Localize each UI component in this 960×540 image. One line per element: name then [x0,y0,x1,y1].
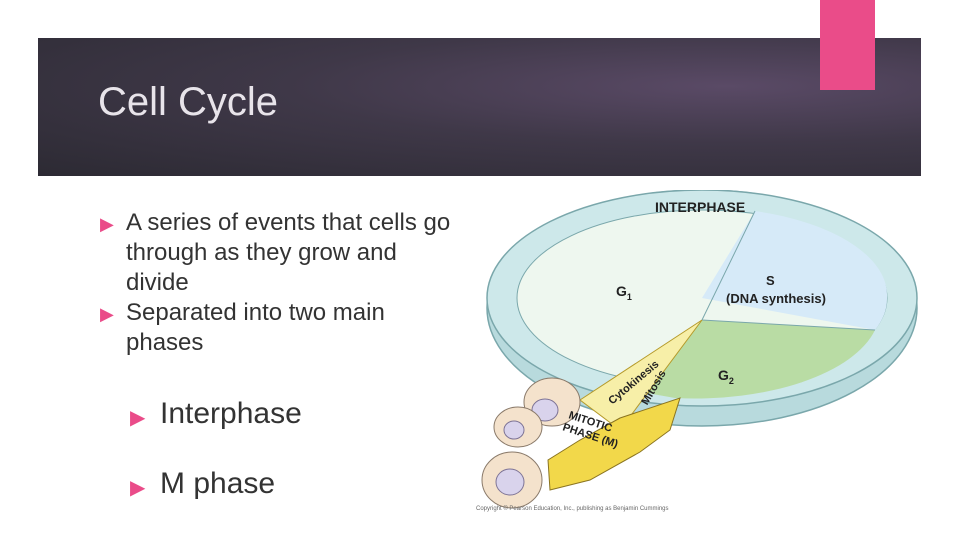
bullet-item: ▶ A series of events that cells go throu… [100,208,460,298]
sub-bullet-item: ▶ M phase [130,464,460,504]
bullet-arrow-icon: ▶ [100,209,114,239]
sub-bullet-text: M phase [160,467,275,500]
sub-bullet-text: Interphase [160,397,302,430]
interphase-label: INTERPHASE [655,199,745,215]
slide-title: Cell Cycle [98,80,278,125]
bullet-text: A series of events that cells go through… [126,209,450,296]
sub-bullet-item: ▶ Interphase [130,394,460,434]
accent-tab [820,0,875,90]
bullet-arrow-icon: ▶ [130,468,145,508]
cell-cycle-diagram: INTERPHASE G1 S (DNA synthesis) G2 Cytok… [470,190,940,520]
bullet-list: ▶ A series of events that cells go throu… [100,208,460,534]
s-description: (DNA synthesis) [726,291,826,306]
bullet-text: Separated into two main phases [126,299,385,356]
s-label: S [766,273,775,288]
bullet-arrow-icon: ▶ [130,398,145,438]
bullet-arrow-icon: ▶ [100,299,114,329]
copyright-credit: Copyright © Pearson Education, Inc., pub… [476,506,669,512]
bullet-item: ▶ Separated into two main phases [100,298,460,358]
